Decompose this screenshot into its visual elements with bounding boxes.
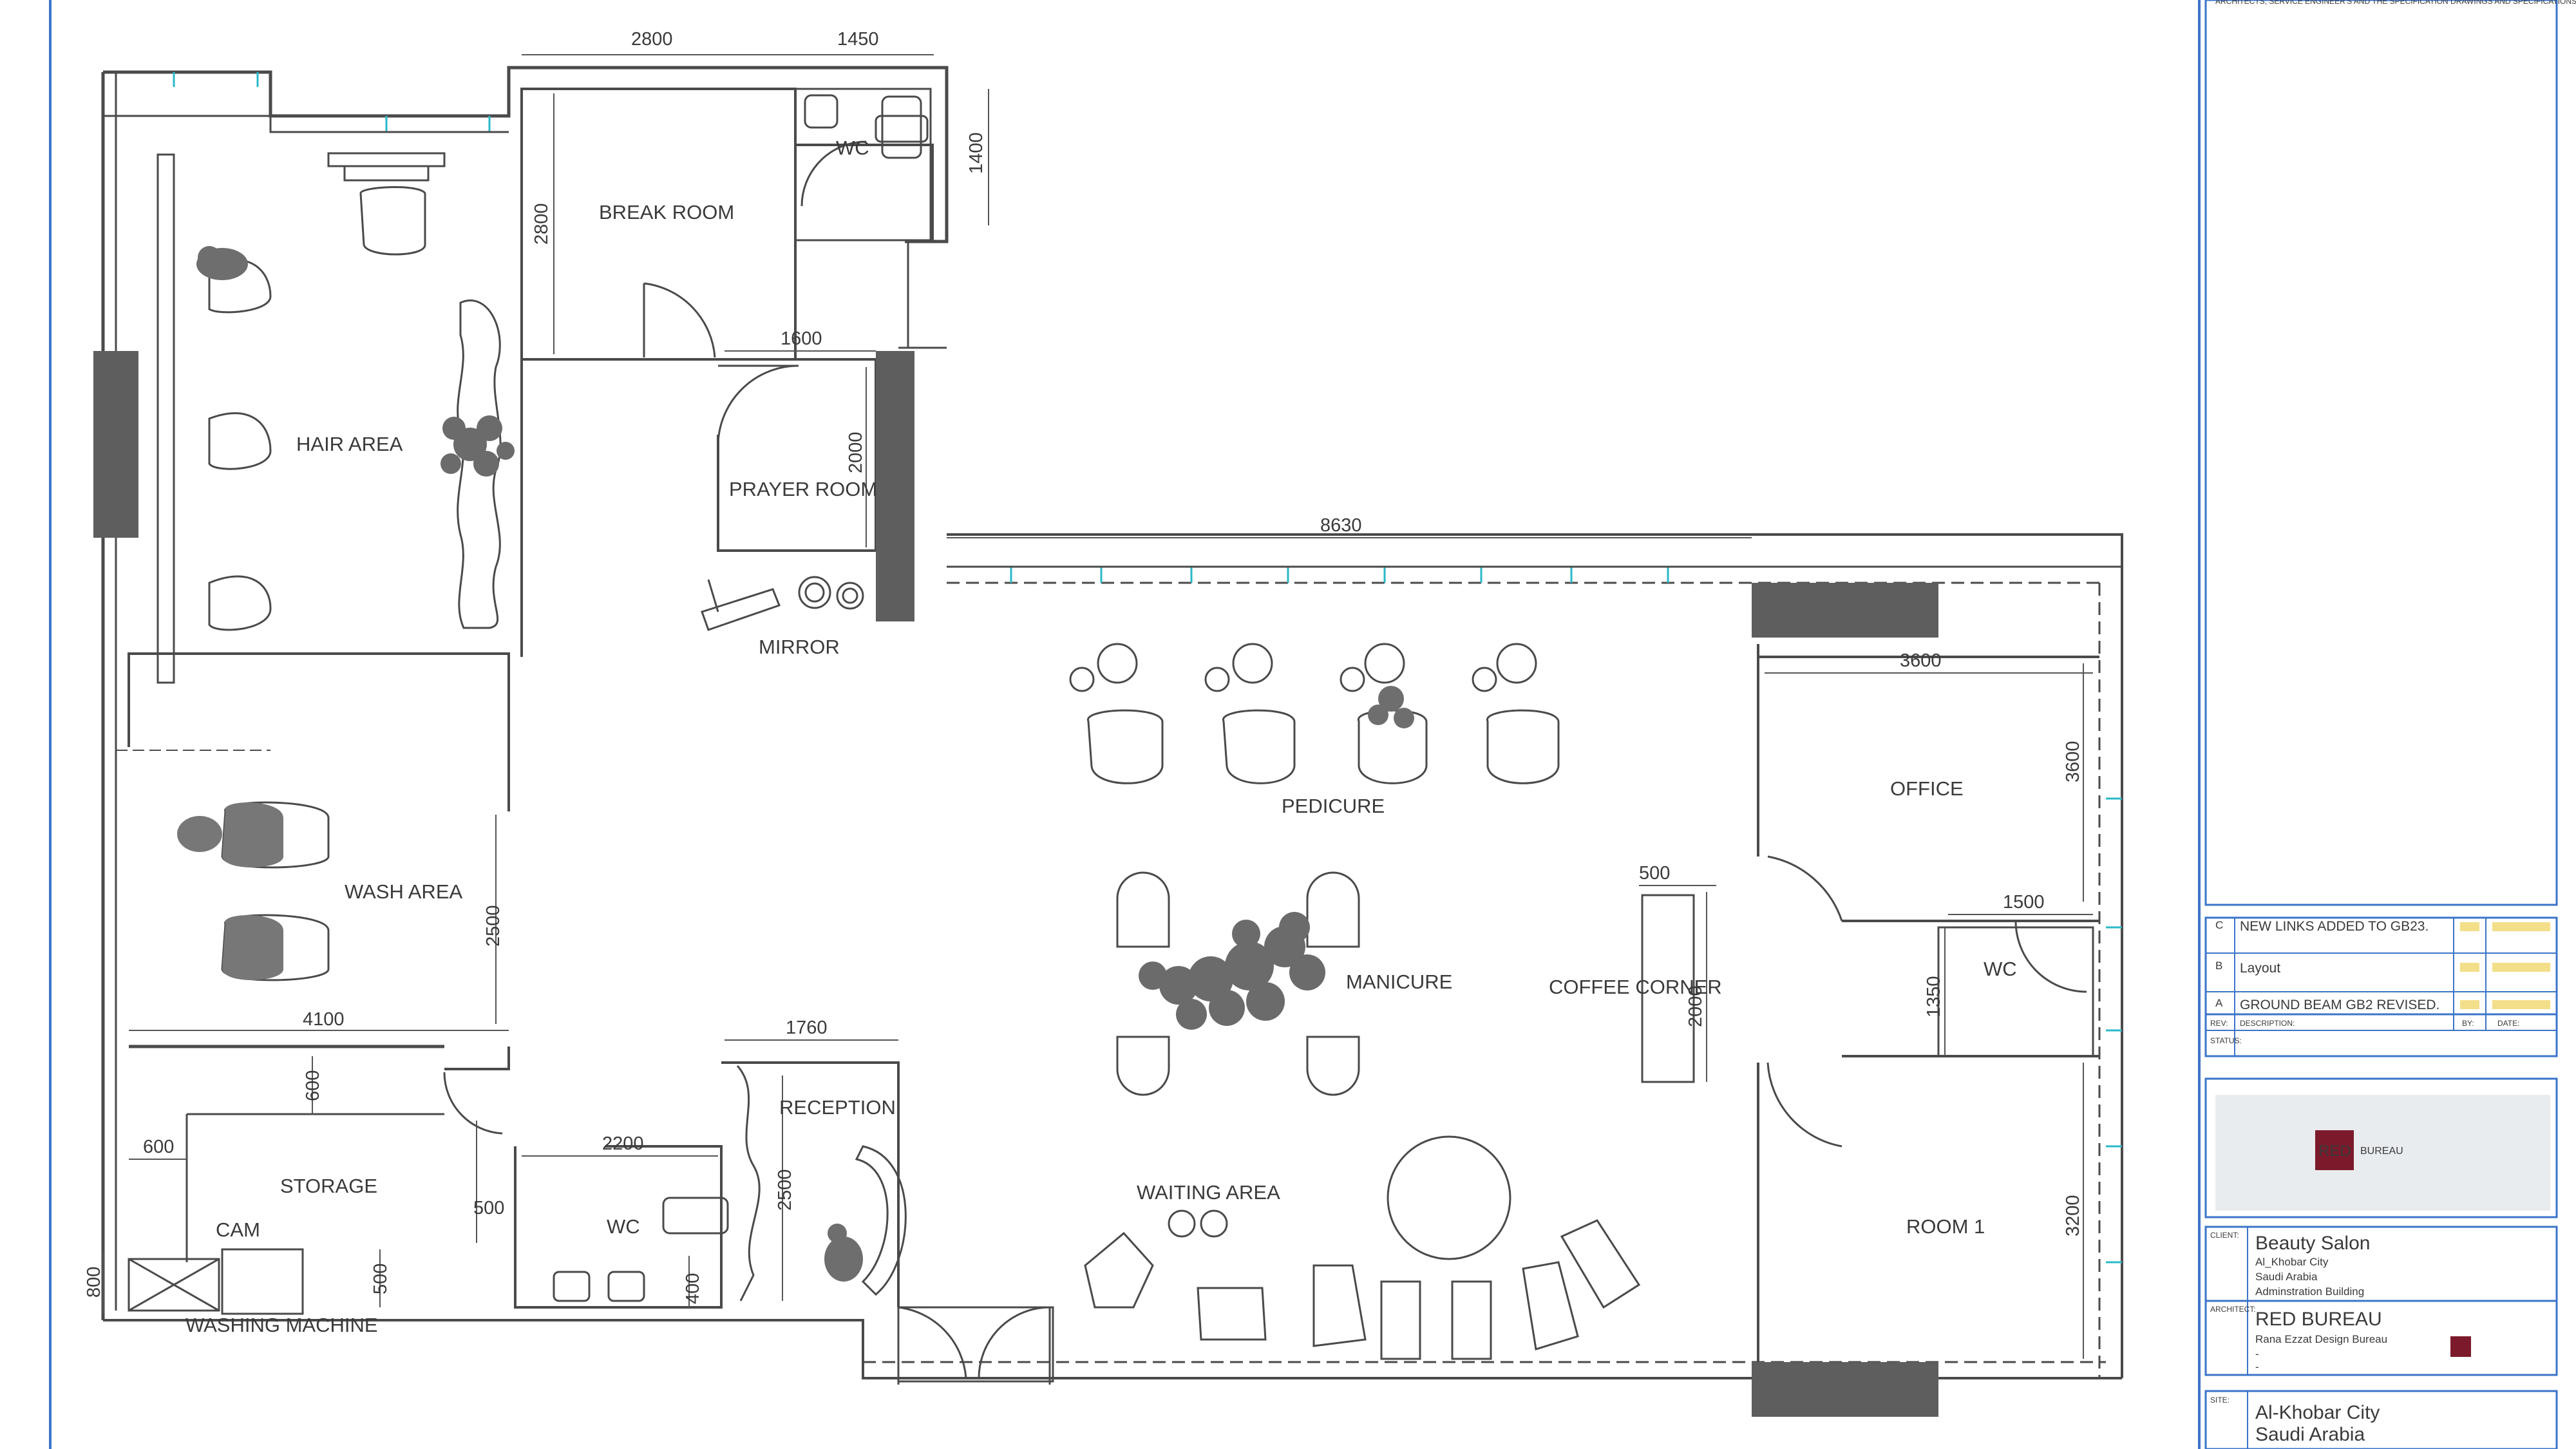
dim-2200: 2200 — [602, 1133, 644, 1154]
dim-600-a: 600 — [303, 1070, 323, 1101]
label-mirror: MIRROR — [759, 636, 840, 658]
walls — [101, 66, 2123, 1379]
client-line2: Saudi Arabia — [2255, 1271, 2318, 1283]
label-manicure: MANICURE — [1346, 971, 1452, 993]
dim-3600-v: 3600 — [2063, 741, 2083, 782]
label-washing-machine: WASHING MACHINE — [185, 1314, 378, 1336]
label-waiting-area: WAITING AREA — [1137, 1181, 1280, 1204]
revision-b-letter: B — [2215, 960, 2222, 972]
doors — [443, 140, 2087, 1385]
label-coffee-corner: COFFEE CORNER — [1549, 976, 1722, 998]
client-line1: Al_Khobar City — [2255, 1256, 2329, 1268]
manicure-table-plant — [1139, 912, 1325, 1030]
plant-hair — [440, 415, 515, 477]
dim-2000-coffee: 2000 — [1685, 985, 1706, 1027]
label-room1: ROOM 1 — [1906, 1215, 1985, 1238]
revision-a-letter: A — [2215, 997, 2223, 1009]
wc-top-fixtures — [804, 94, 929, 159]
revision-c-description: NEW LINKS ADDED TO GB23. — [2240, 919, 2429, 934]
waiting-furniture — [1084, 1135, 1641, 1360]
receptionist-figure — [824, 1224, 863, 1282]
dim-1450: 1450 — [837, 29, 879, 50]
header-note: ARCHITECTS, SERVICE ENGINEER'S AND THE S… — [2215, 0, 2576, 6]
date-header: DATE: — [2497, 1019, 2519, 1028]
hair-stylist-figure — [196, 246, 248, 280]
label-wash-area: WASH AREA — [345, 880, 462, 903]
desc-header: DESCRIPTION: — [2240, 1019, 2295, 1028]
dim-1600: 1600 — [781, 328, 822, 349]
logo-text: RED — [2318, 1142, 2351, 1160]
dim-600-b: 600 — [143, 1137, 174, 1157]
dim-2800-top: 2800 — [631, 29, 673, 50]
dim-500: 500 — [1639, 863, 1670, 884]
architect-label: ARCHITECT: — [2210, 1305, 2256, 1314]
dim-800: 800 — [84, 1267, 104, 1298]
label-storage: STORAGE — [280, 1175, 377, 1197]
client-line3: Adminstration Building — [2255, 1285, 2364, 1298]
reception-desk — [736, 1065, 907, 1302]
washing-machine-box — [128, 1248, 304, 1315]
dim-1350: 1350 — [1924, 976, 1944, 1018]
label-wc-right: WC — [1984, 958, 2017, 980]
window-marks — [173, 72, 2122, 1264]
architect-name: RED BUREAU — [2255, 1309, 2382, 1330]
revision-c-letter: C — [2215, 919, 2223, 931]
dim-4100: 4100 — [303, 1009, 345, 1030]
by-header: BY: — [2462, 1019, 2474, 1028]
architect-line2: - — [2255, 1348, 2259, 1360]
dim-3200: 3200 — [2063, 1195, 2083, 1236]
dim-3600-h: 3600 — [1900, 650, 1942, 671]
mirror-icon — [701, 576, 864, 631]
architect-line1: Rana Ezzat Design Bureau — [2255, 1333, 2387, 1345]
site-line2: Saudi Arabia — [2255, 1424, 2365, 1445]
dim-2500-rec: 2500 — [775, 1169, 795, 1211]
wash-chair-shade — [177, 802, 283, 980]
wc-bottom-fixtures — [553, 1197, 729, 1302]
site-label: SITE: — [2210, 1396, 2230, 1405]
dim-2800-side: 2800 — [531, 203, 552, 245]
pedicure-plant — [1368, 686, 1414, 728]
site-line1: Al-Khobar City — [2255, 1402, 2380, 1423]
label-wc-bottom: WC — [607, 1215, 640, 1238]
label-prayer-room: PRAYER ROOM — [729, 478, 877, 500]
label-pedicure: PEDICURE — [1282, 795, 1385, 817]
title-block: ARCHITECTS, SERVICE ENGINEER'S AND THE S… — [2198, 0, 2576, 1449]
dim-1500: 1500 — [2003, 892, 2045, 913]
dim-2000-prayer: 2000 — [846, 431, 866, 473]
label-wc-top: WC — [836, 137, 869, 159]
manicure-chairs — [1116, 871, 1360, 1096]
label-office: OFFICE — [1890, 777, 1964, 800]
coffee-counter — [1641, 894, 1695, 1083]
room-labels: BREAK ROOM WC HAIR AREA PRAYER ROOM MIRR… — [185, 137, 2017, 1336]
label-hair-area: HAIR AREA — [296, 433, 403, 455]
client-label: CLIENT: — [2210, 1231, 2239, 1240]
architect-line3: - — [2255, 1361, 2259, 1373]
revision-b-description: Layout — [2240, 961, 2280, 976]
dim-500-c: 500 — [370, 1264, 391, 1294]
dim-8630: 8630 — [1320, 515, 1362, 536]
window-frames — [103, 115, 2123, 583]
logo-background — [2215, 1095, 2550, 1211]
dim-500-b: 500 — [473, 1198, 504, 1218]
client-name: Beauty Salon — [2255, 1233, 2370, 1254]
label-break-room: BREAK ROOM — [599, 201, 734, 223]
rev-header: REV: — [2210, 1019, 2228, 1028]
red-bureau-logo: RED BUREAU — [2315, 1130, 2403, 1170]
structural-columns — [93, 351, 1938, 1417]
revision-a-description: GROUND BEAM GB2 REVISED. — [2240, 998, 2439, 1012]
dim-400: 400 — [683, 1273, 703, 1304]
label-reception: RECEPTION — [779, 1096, 896, 1119]
dim-1760: 1760 — [786, 1018, 828, 1038]
dim-2500-wash: 2500 — [483, 905, 504, 947]
dim-1400: 1400 — [966, 132, 987, 174]
architect-logo-mark — [2450, 1336, 2471, 1357]
label-cam: CAM — [216, 1218, 260, 1241]
logo-sub: BUREAU — [2360, 1146, 2403, 1157]
status-label: STATUS: — [2210, 1036, 2242, 1045]
dimension-labels: 2800 1450 1400 2800 1600 2000 8630 3600 … — [84, 29, 2083, 1304]
dimension-lines — [102, 54, 2093, 1359]
